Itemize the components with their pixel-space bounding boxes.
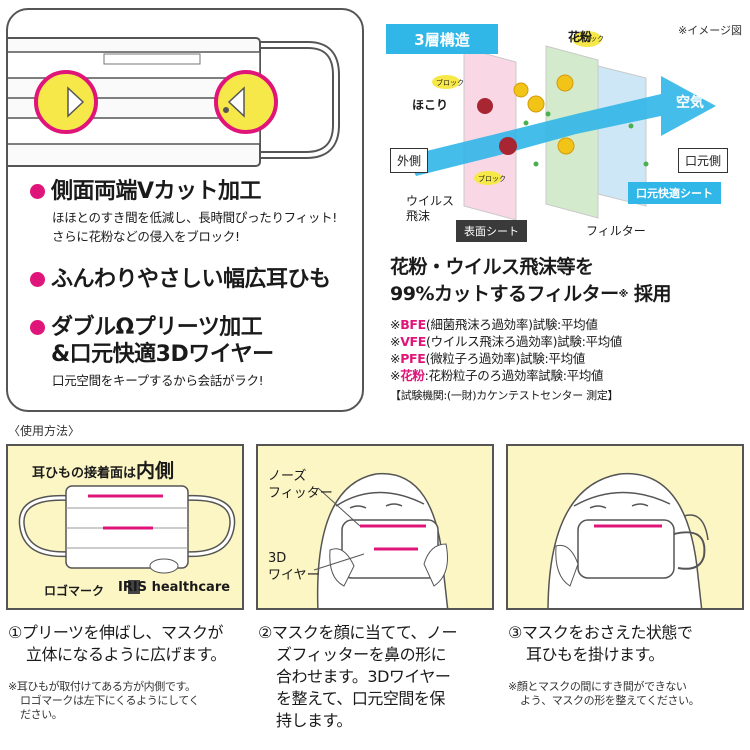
feature-ear-loop: ふんわりやさしい幅広耳ひも [30, 266, 331, 293]
fitting-illustration [313, 473, 449, 608]
logo-mark-label: ロゴマーク [44, 584, 105, 598]
bullet-dot-icon [30, 184, 45, 199]
bullet-dot-icon [30, 320, 45, 335]
feature-description: ほほとのすき間を低減し、長時間ぴったりフィット! さらに花粉などの侵入をブロック… [52, 210, 337, 244]
three-layer-diagram: 3層構造 ※イメージ図 花粉 ブロック ブロック ブロック ほこり ウイルス飛沫… [376, 6, 746, 244]
step1-text: ①プリーツを伸ばし、マスクが 立体になるように広げます。 [8, 623, 226, 664]
step3-note: ※顔とマスクの間にすき間ができない よう、マスクの形を整えてください。 [508, 680, 700, 707]
filter-label: フィルター [586, 224, 646, 238]
step1-panel: 耳ひもの接着面は内側 ロゴマーク IRIS healthcare [6, 444, 244, 610]
claim-title: 花粉・ウイルス飛沫等を 99%カットするフィルター※ 採用 [390, 256, 671, 305]
feature-panel: 側面両端Vカット加工 ほほとのすき間を低減し、長時間ぴったりフィット! さらに花… [6, 8, 364, 412]
test-notes: ※BFE(細菌飛沫ろ過効率)試験:平均値 ※VFE(ウイルス飛沫ろ過効率)試験:… [390, 316, 746, 404]
image-note: ※イメージ図 [678, 24, 742, 37]
virus-label: ウイルス飛沫 [406, 194, 455, 223]
step1-note: ※耳ひもが取付けてある方が内側です。 ロゴマークは左下にくるようにしてく ださい… [8, 680, 200, 721]
mouth-sheet-tag: 口元快適シート [628, 182, 721, 204]
step1-heading: 耳ひもの接着面は内側 [32, 460, 175, 482]
nose-fitter-label: ノーズフィッター [268, 469, 333, 501]
bullet-dot-icon [30, 272, 45, 287]
step2-text: ②マスクを顔に当てて、ノー ズフィッターを鼻の形に 合わせます。3Dワイヤー を… [258, 623, 458, 730]
ear-loop-illustration [547, 473, 709, 608]
mask-inside-illustration [18, 485, 236, 594]
note-pollen: ※花粉:花粉粒子のろ過効率試験:平均値 [390, 368, 604, 383]
note-bfe: ※BFE(細菌飛沫ろ過効率)試験:平均値 [390, 317, 598, 332]
mask-side-illustration [8, 37, 340, 167]
step3-text: ③マスクをおさえた状態で 耳ひもを掛けます。 [508, 623, 693, 664]
test-organization: 【試験機関:(一財)カケンテストセンター 測定】 [390, 389, 619, 402]
usage-section-title: 〈使用方法〉 [8, 424, 81, 438]
feature-vcut: 側面両端Vカット加工 ほほとのすき間を低減し、長時間ぴったりフィット! さらに花… [30, 178, 337, 246]
note-vfe: ※VFE(ウイルス飛沫ろ過効率)試験:平均値 [390, 334, 623, 349]
feature-title: 側面両端Vカット加工 [51, 179, 262, 204]
dust-label: ほこり [412, 98, 449, 112]
step3-panel [506, 444, 744, 610]
feature-pleats-wire: ダブルΩプリーツ加工&口元快適3Dワイヤー 口元空間をキープするから会話がラク! [30, 314, 274, 390]
block-tag-virus: ブロック [478, 175, 506, 183]
feature-description: 口元空間をキープするから会話がラク! [52, 373, 264, 388]
block-tag-dust: ブロック [436, 79, 464, 87]
brand-logo: IRIS healthcare [118, 580, 231, 595]
feature-title: ふんわりやさしい幅広耳ひも [51, 267, 331, 292]
feature-title: ダブルΩプリーツ加工&口元快適3Dワイヤー [51, 315, 274, 367]
block-tag-pollen: ブロック [576, 35, 604, 43]
three-layer-badge: 3層構造 [386, 24, 498, 54]
pollen-label: 花粉 [568, 30, 593, 44]
outside-label: 外側 [390, 148, 429, 173]
mouth-side-label: 口元側 [678, 148, 729, 173]
surface-sheet-tag: 表面シート [456, 220, 527, 242]
filter-claim: 花粉・ウイルス飛沫等を 99%カットするフィルター※ 採用 ※BFE(細菌飛沫ろ… [390, 254, 746, 404]
note-pfe: ※PFE(微粒子ろ過効率)試験:平均値 [390, 351, 585, 366]
air-label: 空気 [676, 95, 704, 111]
